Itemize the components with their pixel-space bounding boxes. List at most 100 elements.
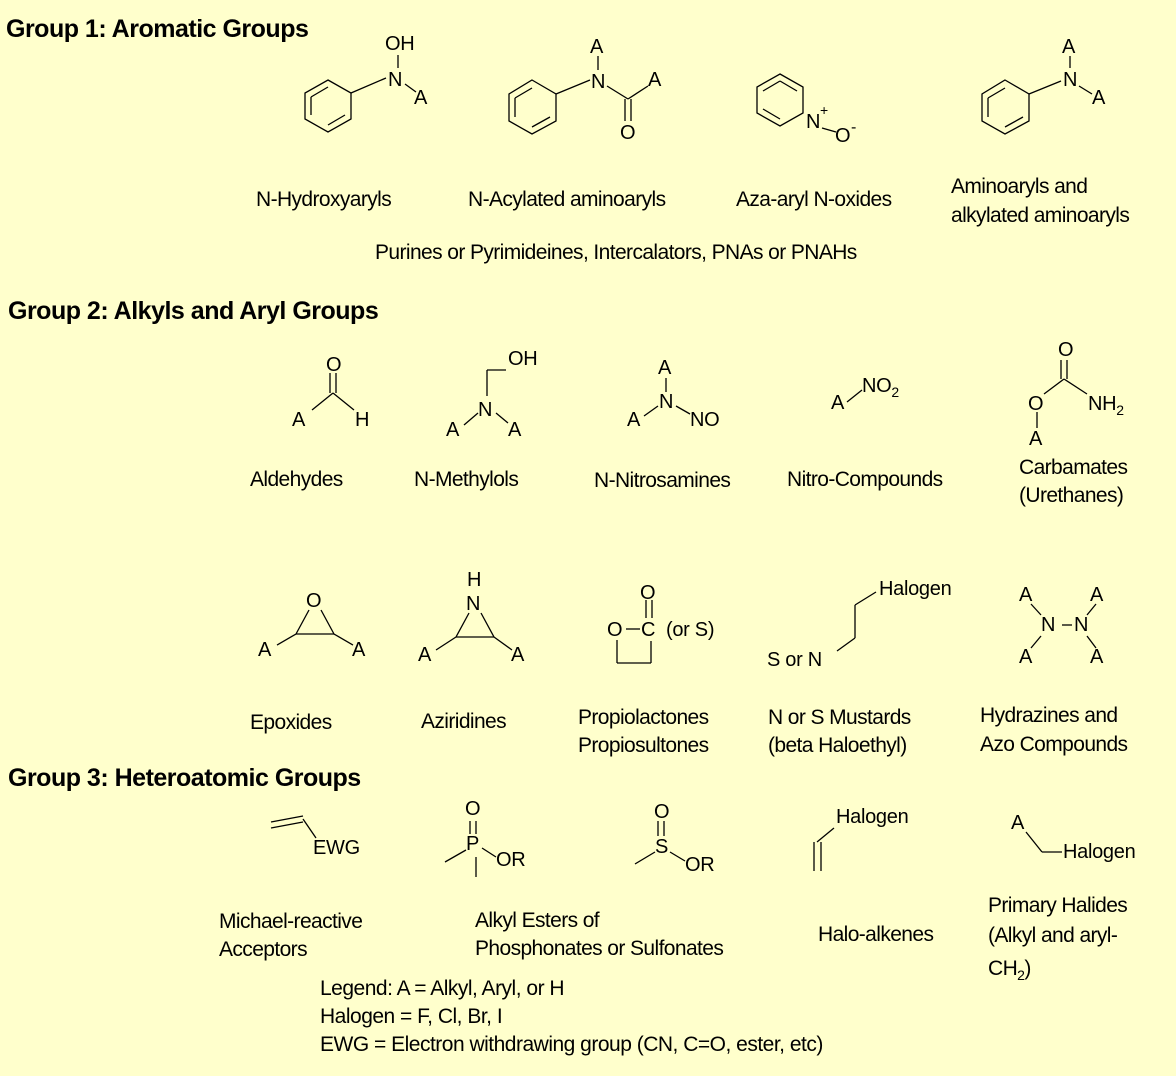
label-michael-2: Acceptors (219, 938, 308, 961)
atom-c: C (641, 619, 656, 641)
atom-p: P (466, 833, 480, 855)
label-purines: Purines or Pyrimideines, Intercalators, … (375, 241, 857, 264)
atom-halogen: Halogen (1063, 841, 1136, 863)
atom-h: H (355, 409, 370, 431)
atom-o: O (640, 582, 656, 604)
n-methylol-structure (463, 369, 509, 426)
atom-halogen: Halogen (836, 806, 909, 828)
atom-a: A (590, 36, 604, 58)
atom-a: A (648, 69, 662, 91)
atom-a: A (1090, 646, 1104, 668)
epoxide-structure (276, 609, 354, 646)
atom-o: O (1058, 339, 1074, 361)
aza-aryl-structure (756, 73, 837, 133)
phosphonate-structure (444, 821, 497, 877)
atom-a: A (1019, 646, 1033, 668)
atom-oh: OH (385, 33, 415, 55)
atom-n: N (659, 391, 674, 413)
atom-a: A (414, 87, 428, 109)
label-primary-3: CH2) (988, 957, 1031, 984)
atom-a: A (1092, 87, 1106, 109)
carbamate-structure (1036, 360, 1088, 428)
atom-or-s: (or S) (666, 619, 715, 641)
atom-a: A (1019, 584, 1033, 606)
atom-or: OR (496, 849, 526, 871)
legend-line-2: Halogen = F, Cl, Br, I (320, 1005, 503, 1028)
label-epoxides: Epoxides (250, 711, 332, 734)
label-mustards-2: (beta Haloethyl) (768, 734, 907, 757)
label-hydrazines-1: Hydrazines and (980, 704, 1118, 727)
label-michael-1: Michael-reactive (219, 910, 363, 933)
label-n-hydroxyaryls: N-Hydroxyaryls (256, 188, 392, 211)
label-aminoaryls-1: Aminoaryls and (951, 175, 1088, 198)
atom-a: A (831, 392, 845, 414)
group-2-title: Group 2: Alkyls and Aryl Groups (8, 297, 379, 325)
label-hydrazines-2: Azo Compounds (980, 733, 1128, 756)
atom-or: OR (685, 854, 715, 876)
atom-no2: NO2 (862, 375, 899, 400)
aminoaryl-structure (981, 56, 1093, 135)
group-3-title: Group 3: Heteroatomic Groups (8, 764, 361, 792)
label-carbamates-2: (Urethanes) (1019, 484, 1124, 507)
label-nitro: Nitro-Compounds (787, 468, 943, 491)
atom-a: A (1090, 584, 1104, 606)
label-aldehydes: Aldehydes (250, 468, 343, 491)
atom-o: O (654, 801, 670, 823)
label-propio-1: Propiolactones (578, 706, 709, 729)
label-halo-alkenes: Halo-alkenes (818, 923, 934, 946)
propiolactone-structure (616, 600, 653, 664)
aziridine-structure (435, 612, 513, 651)
atom-nh2: NH2 (1088, 393, 1124, 418)
atom-n: N (591, 71, 606, 93)
mustard-structure (836, 591, 877, 652)
atom-a: A (418, 644, 432, 666)
atom-o: O (306, 590, 322, 612)
label-n-acylated: N-Acylated aminoaryls (468, 188, 666, 211)
atom-oh: OH (508, 348, 538, 370)
label-aziridines: Aziridines (421, 710, 507, 733)
atom-o: O (465, 798, 481, 820)
atom-s: S (655, 836, 669, 858)
atom-n: N (806, 111, 821, 133)
atom-a: A (292, 409, 306, 431)
primary-halide-structure (1025, 831, 1062, 853)
legend-line-3: EWG = Electron withdrawing group (CN, C=… (320, 1033, 823, 1056)
atom-a: A (1062, 36, 1076, 58)
atom-ewg: EWG (313, 837, 360, 859)
atom-halogen: Halogen (879, 578, 952, 600)
atom-n: N (478, 399, 493, 421)
label-n-nitrosamines: N-Nitrosamines (594, 469, 731, 492)
michael-structure (270, 815, 317, 839)
atom-n: N (1074, 614, 1089, 636)
atom-a: A (352, 639, 366, 661)
legend-line-1: Legend: A = Alkyl, Aryl, or H (320, 977, 565, 1000)
aldehyde-structure (311, 373, 355, 411)
group-1-title: Group 1: Aromatic Groups (6, 15, 309, 43)
halo-alkene-structure (813, 827, 835, 871)
n-acylated-structure (508, 56, 649, 135)
atom-o: O (326, 354, 342, 376)
atom-a: A (1011, 812, 1025, 834)
label-aza-aryl: Aza-aryl N-oxides (736, 188, 892, 211)
atom-a: A (508, 419, 522, 441)
label-mustards-1: N or S Mustards (768, 706, 911, 729)
atom-s-or-n: S or N (767, 649, 822, 671)
label-carbamates-1: Carbamates (1019, 456, 1128, 479)
atom-o: O (835, 125, 851, 147)
atom-n: N (388, 69, 403, 91)
atom-a: A (1029, 428, 1043, 450)
label-alkyl-esters-1: Alkyl Esters of (475, 909, 600, 932)
atom-a: A (258, 639, 272, 661)
n-nitrosamine-structure (643, 378, 691, 417)
nitro-structure (846, 389, 863, 403)
atom-a: A (446, 419, 460, 441)
atom-no: NO (690, 409, 720, 431)
hydrazine-structure (1030, 603, 1097, 649)
label-propio-2: Propiosultones (578, 734, 709, 757)
label-primary-2: (Alkyl and aryl- (988, 924, 1118, 947)
atom-n: N (466, 593, 481, 615)
atom-a: A (627, 409, 641, 431)
charge-plus: + (820, 102, 828, 118)
atom-o: O (607, 619, 623, 641)
